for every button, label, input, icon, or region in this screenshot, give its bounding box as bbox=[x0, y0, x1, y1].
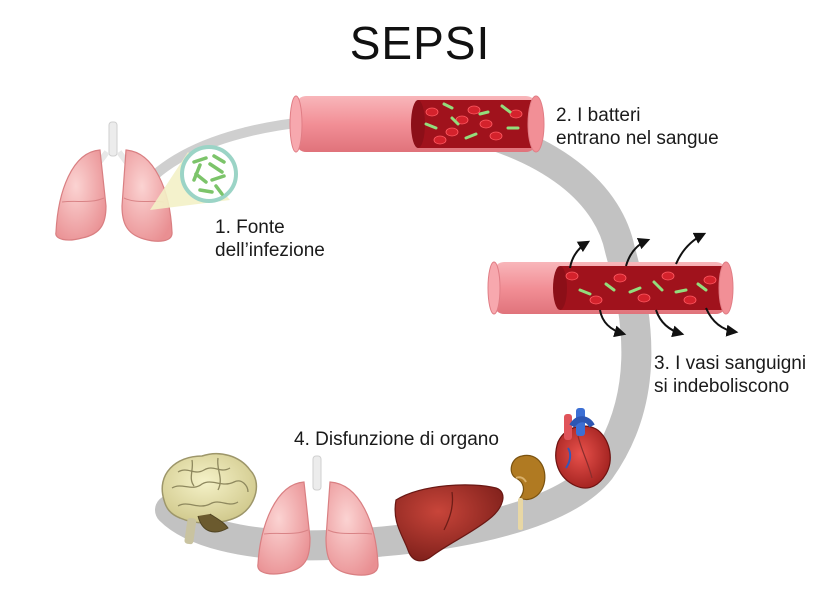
step-2-line-1: 2. I batteri bbox=[556, 105, 641, 126]
lungs-icon bbox=[55, 121, 173, 242]
kidney-icon bbox=[510, 454, 546, 530]
step-1-line-2: dell’infezione bbox=[215, 240, 325, 261]
step-2-label: 2. I batteri entrano nel sangue bbox=[556, 104, 719, 150]
step-1-label: 1. Fonte dell’infezione bbox=[215, 216, 325, 262]
step-3-label: 3. I vasi sanguigni si indeboliscono bbox=[654, 352, 806, 398]
brain-icon bbox=[161, 452, 258, 545]
step-3-line-1: 3. I vasi sanguigni bbox=[654, 353, 807, 374]
blood-vessel-icon bbox=[289, 95, 545, 153]
lungs-icon bbox=[257, 455, 379, 576]
step-2-line-2: entrano nel sangue bbox=[556, 128, 719, 149]
page-title: SEPSI bbox=[349, 17, 491, 69]
bacteria-magnifier-icon bbox=[150, 145, 238, 210]
heart-icon bbox=[555, 408, 611, 489]
liver-icon bbox=[394, 484, 504, 562]
leaking-vessel-icon bbox=[487, 232, 739, 338]
step-4-label: 4. Disfunzione di organo bbox=[294, 428, 499, 451]
step-3-line-2: si indeboliscono bbox=[654, 376, 790, 397]
step-1-line-1: 1. Fonte bbox=[215, 217, 285, 238]
step-4-line-1: 4. Disfunzione di organo bbox=[294, 429, 499, 450]
